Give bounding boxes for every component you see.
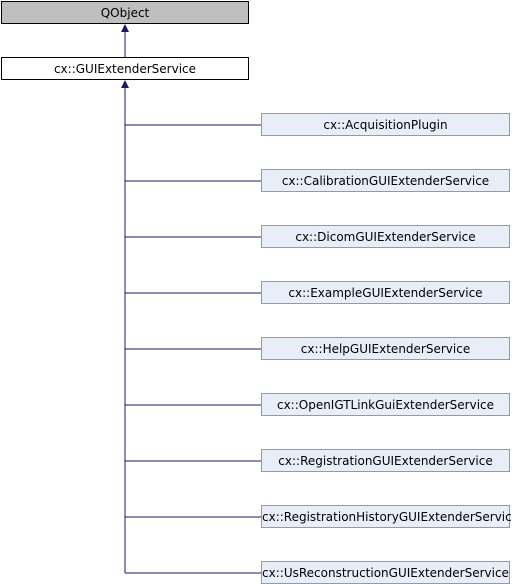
derived-class-node[interactable]: cx::UsReconstructionGUIExtenderService bbox=[261, 561, 510, 584]
derived-class-label: cx::UsReconstructionGUIExtenderService bbox=[262, 566, 509, 580]
derived-class-node[interactable]: cx::HelpGUIExtenderService bbox=[261, 337, 510, 360]
derived-class-node[interactable]: cx::CalibrationGUIExtenderService bbox=[261, 169, 510, 192]
inheritance-edges bbox=[121, 24, 261, 574]
derived-class-node[interactable]: cx::ExampleGUIExtenderService bbox=[261, 281, 510, 304]
base-class-node[interactable]: QObject bbox=[1, 1, 249, 24]
derived-class-label: cx::DicomGUIExtenderService bbox=[295, 230, 476, 244]
derived-class-label: cx::AcquisitionPlugin bbox=[323, 118, 448, 132]
derived-class-label: cx::HelpGUIExtenderService bbox=[300, 342, 471, 356]
derived-class-node[interactable]: cx::RegistrationHistoryGUIExtenderServic… bbox=[261, 505, 512, 528]
derived-class-label: cx::CalibrationGUIExtenderService bbox=[281, 174, 490, 188]
arrowhead-base bbox=[121, 24, 129, 32]
derived-class-node[interactable]: cx::RegistrationGUIExtenderService bbox=[261, 449, 510, 472]
derived-class-label: cx::ExampleGUIExtenderService bbox=[288, 286, 483, 300]
derived-class-label: cx::RegistrationHistoryGUIExtenderServic… bbox=[262, 510, 512, 524]
derived-class-label: cx::RegistrationGUIExtenderService bbox=[278, 454, 493, 468]
derived-class-node[interactable]: cx::DicomGUIExtenderService bbox=[261, 225, 510, 248]
arrowhead-current bbox=[121, 80, 129, 88]
base-class-label: QObject bbox=[100, 6, 150, 20]
derived-class-node[interactable]: cx::OpenIGTLinkGuiExtenderService bbox=[261, 393, 510, 416]
current-class-node: cx::GUIExtenderService bbox=[1, 57, 249, 80]
derived-class-node[interactable]: cx::AcquisitionPlugin bbox=[261, 113, 510, 136]
derived-class-label: cx::OpenIGTLinkGuiExtenderService bbox=[276, 398, 495, 412]
current-class-label: cx::GUIExtenderService bbox=[53, 62, 197, 76]
